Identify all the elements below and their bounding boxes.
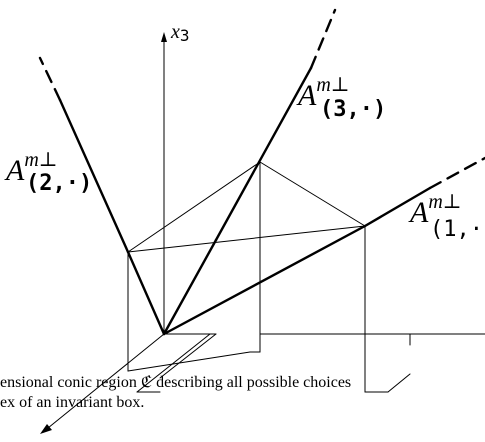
label-a2: Am⊥	[4, 149, 58, 187]
caption-line-1: ensional conic region ℭ describing all p…	[0, 374, 352, 391]
label-a1-sub: (1,·)	[430, 217, 485, 242]
caption-line-2: ex of an invariant box.	[0, 394, 145, 411]
x3-axis-label: x3	[170, 21, 190, 45]
x3-axis	[161, 32, 167, 335]
floor-plane-lines	[136, 225, 485, 393]
base-square	[127, 161, 261, 372]
generator-a2	[38, 56, 166, 336]
x1-axis	[40, 333, 165, 434]
label-a3-sub: (3,·)	[320, 97, 386, 122]
pyramid-edges	[127, 161, 366, 253]
generator-a1	[162, 156, 485, 336]
generator-a3	[162, 8, 337, 336]
label-a1: Am⊥	[408, 191, 462, 229]
label-a2-sub: (2,·)	[26, 171, 92, 196]
label-a3: Am⊥	[296, 74, 350, 112]
